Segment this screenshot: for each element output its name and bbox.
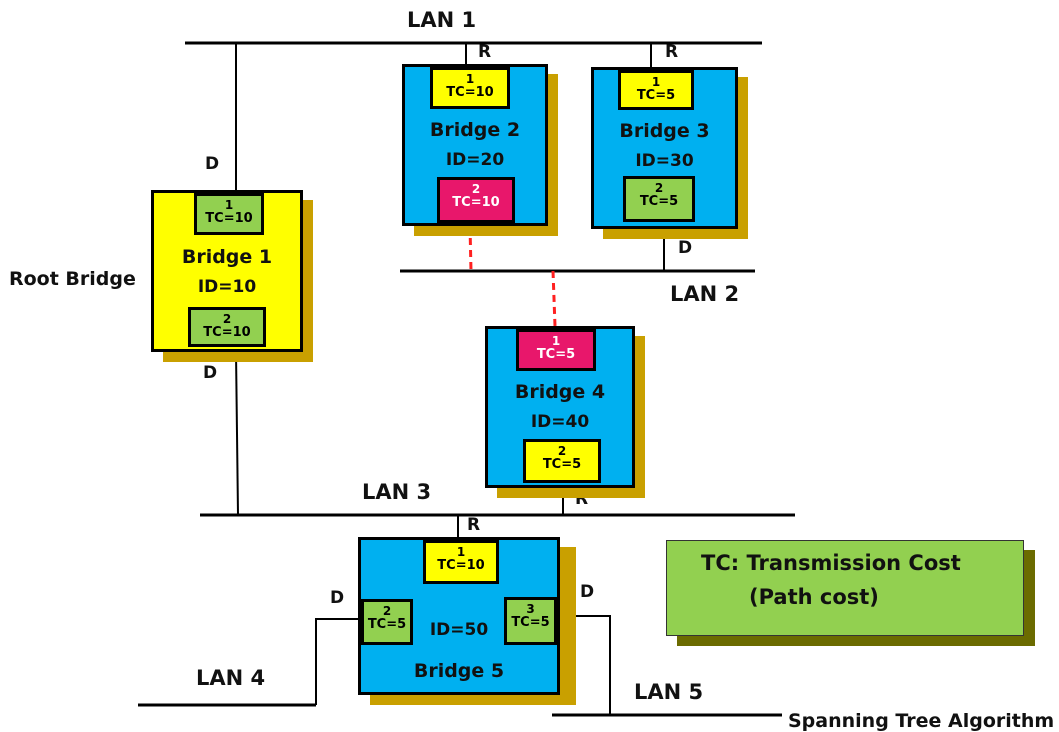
bridge5-port1-number: 1 (456, 545, 466, 559)
bridge1-port2: 2 TC=10 (188, 307, 266, 347)
root-bridge-label: Root Bridge (9, 268, 136, 290)
bridge3-port2-cost: TC=5 (639, 194, 679, 209)
bridge4-title: Bridge 4 (514, 381, 606, 403)
bridge4: 1 TC=5 Bridge 4 ID=40 2 TC=5 (485, 326, 635, 488)
bridge4-port1-cost: TC=5 (536, 347, 576, 362)
bridge5-title: Bridge 5 (413, 660, 505, 682)
bridge1-port2-number: 2 (222, 312, 232, 326)
bridge5: 1 TC=10 2 TC=5 ID=50 3 TC=5 Bridge 5 (358, 537, 560, 695)
bridge3-port2: 2 TC=5 (623, 176, 695, 222)
legend-box: TC: Transmission Cost (Path cost) (666, 540, 1024, 636)
b4-port1-blocked-link (551, 270, 557, 327)
bridge4-port1-number: 1 (551, 334, 561, 348)
b3-root-port-label: R (665, 42, 679, 62)
bridge1-id: ID=10 (197, 277, 257, 297)
bridge5-port3-cost: TC=5 (511, 615, 550, 630)
bridge2-port2-number: 2 (471, 182, 481, 196)
bridge2-port1: 1 TC=10 (430, 67, 510, 109)
bridge5-port3-number: 3 (526, 602, 535, 616)
bridge3: 1 TC=5 Bridge 3 ID=30 2 TC=5 (591, 67, 738, 229)
bridge3-port2-number: 2 (654, 181, 664, 195)
bridge1-port1-number: 1 (224, 198, 234, 212)
bridge5-port1-cost: TC=10 (437, 558, 485, 573)
bridge1: 1 TC=10 Bridge 1 ID=10 2 TC=10 (151, 190, 303, 352)
bridge1-port1: 1 TC=10 (194, 193, 264, 235)
b5-port2-link (315, 618, 360, 705)
bridge2-port1-number: 1 (465, 72, 475, 86)
b1-port1-designated-label: D (205, 154, 220, 174)
lan3-label: LAN 3 (362, 480, 432, 504)
bridge3-port1-cost: TC=5 (636, 88, 676, 103)
bridge5-port3: 3 TC=5 (504, 597, 557, 645)
bridge2-port2-cost: TC=10 (452, 195, 500, 210)
legend-line1: TC: Transmission Cost (701, 551, 961, 575)
bridge4-port2-cost: TC=5 (542, 457, 582, 472)
lan5-label: LAN 5 (634, 680, 704, 704)
bridge1-title: Bridge 1 (181, 246, 273, 268)
bridge2-id: ID=20 (445, 150, 505, 170)
bridge4-id: ID=40 (530, 412, 590, 432)
bridge2-port1-cost: TC=10 (446, 85, 494, 100)
b2-root-port-label: R (478, 42, 492, 62)
bridge1-port1-cost: TC=10 (205, 211, 253, 226)
lan4-label: LAN 4 (196, 666, 266, 690)
b5-root-port-label: R (467, 515, 481, 535)
b2-port2-blocked-link (468, 225, 473, 272)
bridge3-port1-number: 1 (651, 75, 661, 89)
bridge5-port1: 1 TC=10 (423, 540, 499, 584)
b3-designated-port-label: D (678, 238, 693, 258)
footer-caption: Spanning Tree Algorithm (788, 710, 1055, 732)
bridge3-id: ID=30 (635, 151, 694, 171)
b1-port2-designated-label: D (203, 363, 218, 383)
lan1-label: LAN 1 (407, 8, 477, 32)
bridge2: 1 TC=10 Bridge 2 ID=20 2 TC=10 (402, 64, 548, 226)
bridge3-port1: 1 TC=5 (618, 70, 694, 110)
bridge3-title: Bridge 3 (619, 120, 710, 142)
bridge5-port2-cost: TC=5 (367, 617, 407, 632)
bridge1-port2-cost: TC=10 (203, 325, 251, 340)
bridge4-port1: 1 TC=5 (516, 329, 596, 371)
b5-port3-designated-label: D (580, 582, 595, 602)
bridge5-port2: 2 TC=5 (361, 599, 413, 645)
legend-line2: (Path cost) (749, 585, 879, 609)
bridge5-id: ID=50 (429, 620, 489, 640)
bridge4-port2-number: 2 (557, 444, 567, 458)
lan2-label: LAN 2 (670, 282, 740, 306)
b5-port2-designated-label: D (330, 588, 345, 608)
bridge4-port2: 2 TC=5 (523, 439, 601, 483)
bridge5-port2-number: 2 (382, 604, 392, 618)
b1-port2-link (235, 351, 239, 516)
bridge2-port2: 2 TC=10 (437, 177, 515, 223)
bridge2-title: Bridge 2 (429, 119, 521, 141)
